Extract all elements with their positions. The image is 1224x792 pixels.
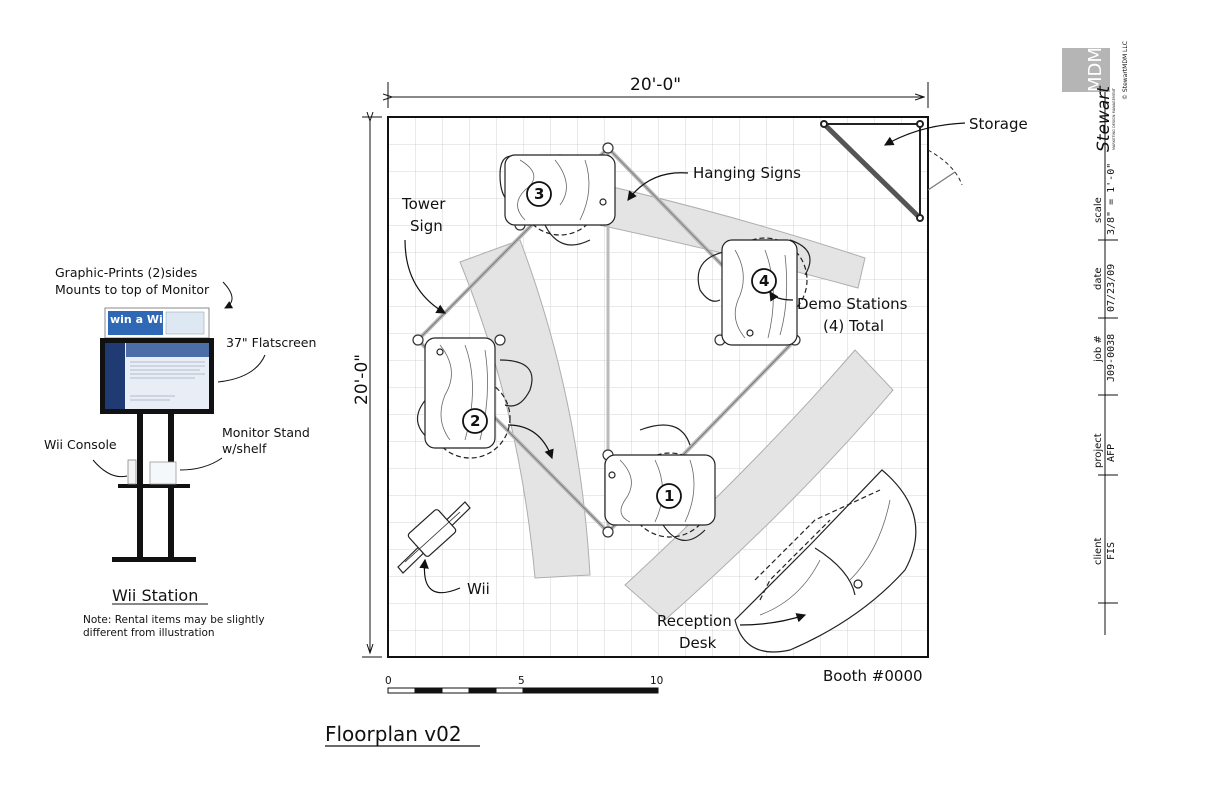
station-number-2: 2	[470, 412, 481, 430]
rental-note-1: Note: Rental items may be slightly	[83, 614, 265, 626]
copyright-label: © StewartMDM LLC	[1122, 41, 1129, 100]
callout-arrows	[404, 122, 966, 626]
tower-sign-label-1: Tower	[402, 195, 446, 213]
client-row-value: FIS	[1106, 541, 1117, 560]
job-row-label: job #	[1093, 335, 1104, 362]
date-row-value: 07/23/09	[1106, 263, 1117, 312]
booth-number: Booth #0000	[823, 667, 923, 685]
width-dimension-label: 20'-0"	[630, 75, 682, 95]
wii-label: Wii	[467, 580, 490, 598]
monitor-stand-shelf-label: w/shelf	[222, 441, 267, 456]
scale-row-value: 3/8" = 1'-0"	[1106, 162, 1117, 235]
wii-console-label: Wii Console	[44, 437, 117, 452]
reception-label-2: Desk	[679, 634, 717, 652]
hanging-signs-label: Hanging Signs	[693, 164, 801, 182]
project-row-value: AFP	[1106, 443, 1117, 462]
job-row-value: J09-0038	[1106, 333, 1117, 382]
scale-bar-label-10: 10	[650, 675, 664, 687]
station-marker-2	[462, 408, 488, 434]
wii-kiosk-plan	[397, 501, 471, 574]
tagline-label: MARKETING DESIGN MANAGEMENT	[1112, 88, 1116, 150]
scale-row-label: scale	[1093, 197, 1104, 223]
storage-closet	[820, 120, 963, 222]
client-row-label: client	[1093, 537, 1104, 565]
date-row-label: date	[1093, 267, 1104, 290]
title-block	[1062, 48, 1118, 635]
wii-console	[127, 459, 137, 485]
wii-sign-text: win a Wii	[110, 313, 167, 326]
scale-bar	[387, 687, 659, 694]
project-row-label: project	[1093, 433, 1104, 468]
drawing-title: Floorplan v02	[325, 722, 462, 746]
station-number-1: 1	[664, 487, 675, 505]
wii-station-elevation	[100, 307, 214, 605]
station-marker-1	[656, 483, 682, 509]
scale-bar-label-5: 5	[518, 675, 525, 687]
station-number-3: 3	[534, 185, 545, 203]
stand-base	[112, 557, 196, 562]
wii-box	[149, 461, 177, 485]
station-marker-3	[526, 181, 552, 207]
demo-station-3	[499, 154, 616, 246]
monitor-stand-label: Monitor Stand	[222, 425, 310, 440]
stand-shelf	[118, 484, 190, 488]
company-label: Stewart	[1094, 86, 1114, 152]
mounts-label: Mounts to top of Monitor	[55, 282, 210, 297]
wii-station-leaders	[92, 281, 266, 478]
wii-station-title: Wii Station	[112, 586, 199, 605]
demo-stations-label-2: (4) Total	[823, 317, 885, 335]
height-dimension-label: 20'-0"	[352, 353, 372, 405]
rental-note-2: different from illustration	[83, 627, 215, 639]
station-marker-4	[751, 268, 777, 294]
graphic-prints-label: Graphic-Prints (2)sides	[55, 265, 198, 280]
station-number-4: 4	[759, 272, 770, 290]
reception-label-1: Reception	[657, 612, 732, 630]
mdm-logo-box	[1062, 48, 1110, 92]
storage-label: Storage	[969, 115, 1028, 133]
demo-stations-label-1: Demo Stations	[797, 295, 908, 313]
station-markers	[462, 181, 777, 509]
flatscreen-label: 37" Flatscreen	[226, 335, 317, 350]
tower-sign-label-2: Sign	[410, 217, 443, 235]
reception-desk	[734, 469, 917, 653]
height-dimension	[362, 117, 382, 658]
width-dimension	[388, 82, 929, 108]
scale-bar-label-0: 0	[385, 675, 392, 687]
